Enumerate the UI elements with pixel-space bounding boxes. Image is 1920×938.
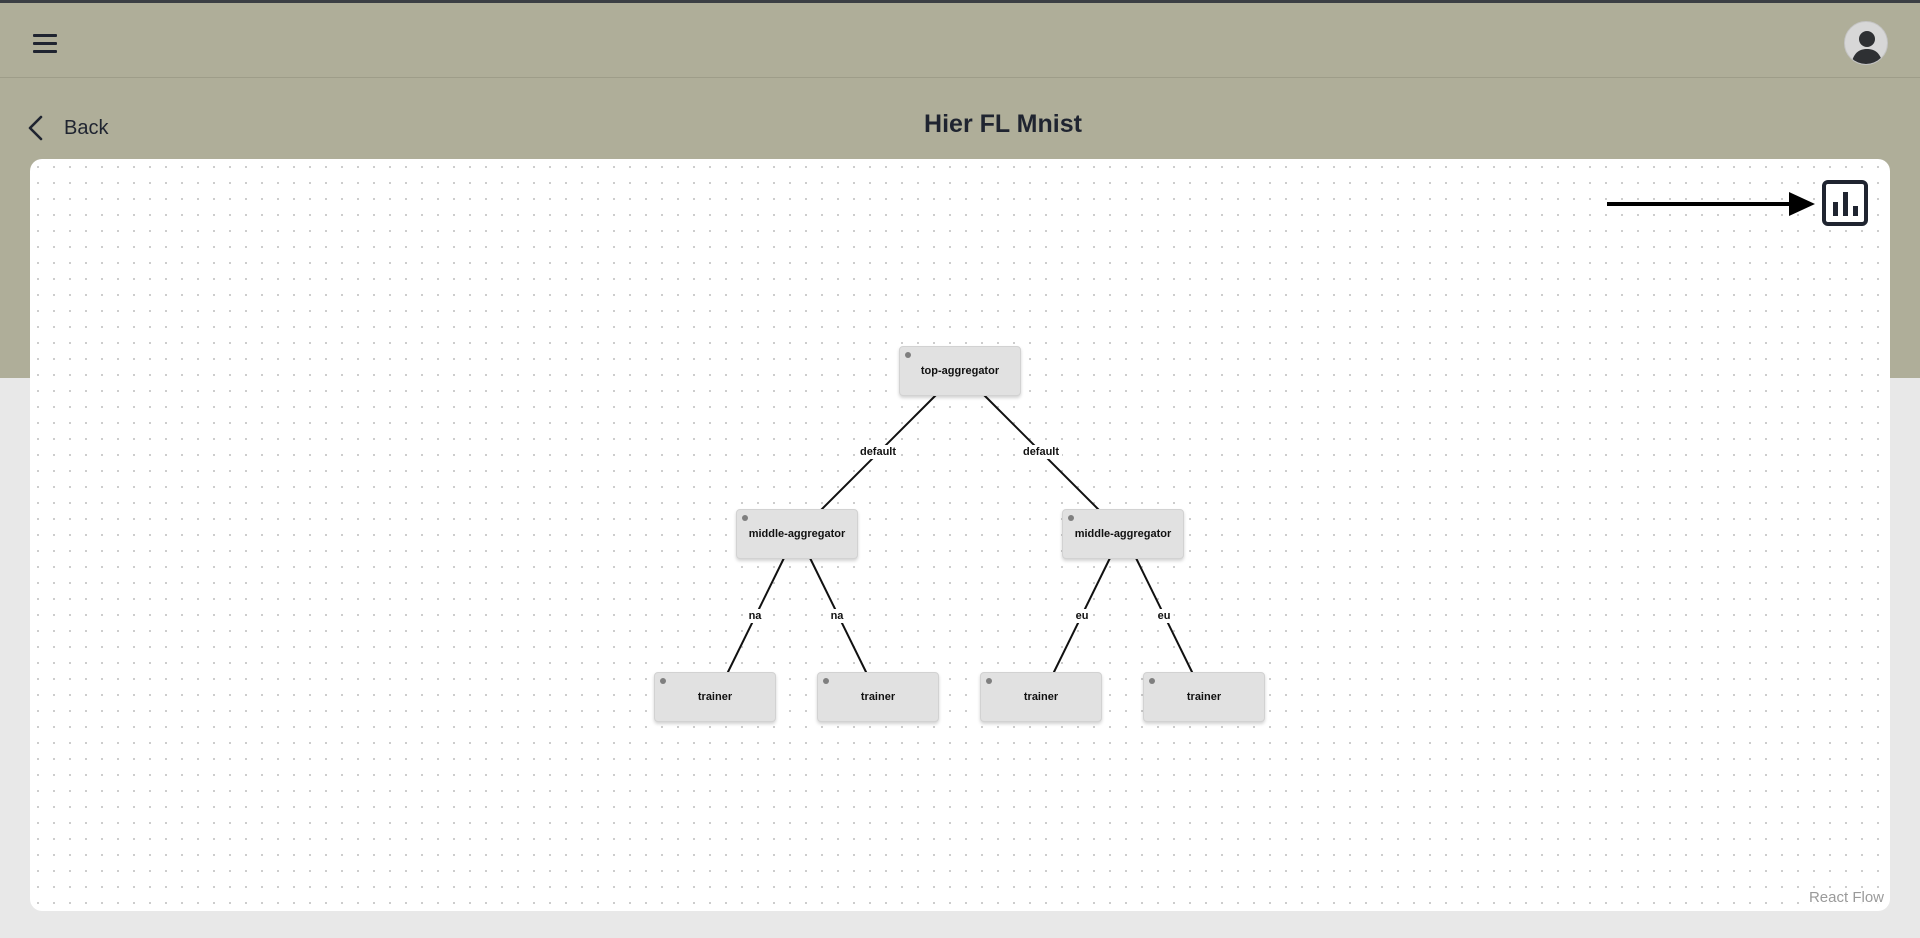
bar-chart-bar xyxy=(1842,192,1848,216)
back-label: Back xyxy=(64,116,109,139)
node-label: top-aggregator xyxy=(920,365,1000,377)
bar-chart-icon[interactable] xyxy=(1822,180,1868,226)
arrow-right-icon xyxy=(1607,192,1815,216)
edge-label-na: na xyxy=(745,609,765,623)
bar-chart-bar xyxy=(1852,206,1858,216)
hamburger-menu-icon[interactable] xyxy=(28,27,62,59)
menu-line xyxy=(33,41,57,45)
node-label: trainer xyxy=(1023,691,1059,703)
edge-label-default: default xyxy=(1019,445,1063,459)
menu-line xyxy=(33,49,57,53)
avatar-silhouette xyxy=(1851,31,1883,64)
edge-label-eu: eu xyxy=(1154,609,1174,623)
user-avatar-icon[interactable] xyxy=(1844,21,1888,65)
node-trainer-4[interactable]: trainer xyxy=(1143,672,1265,722)
node-trainer-2[interactable]: trainer xyxy=(817,672,939,722)
node-label: trainer xyxy=(1186,691,1222,703)
flow-canvas[interactable]: default default na na eu eu top-aggregat… xyxy=(30,159,1890,911)
node-label: middle-aggregator xyxy=(748,528,846,540)
node-handle-dot xyxy=(823,678,829,684)
node-trainer-3[interactable]: trainer xyxy=(980,672,1102,722)
app-bar xyxy=(0,3,1920,78)
node-handle-dot xyxy=(660,678,666,684)
window-top-border xyxy=(0,0,1920,3)
bar-chart-bar xyxy=(1832,202,1838,216)
chevron-left-icon xyxy=(28,115,43,141)
node-trainer-1[interactable]: trainer xyxy=(654,672,776,722)
node-top-aggregator[interactable]: top-aggregator xyxy=(899,346,1021,396)
node-handle-dot xyxy=(905,352,911,358)
node-middle-aggregator-right[interactable]: middle-aggregator xyxy=(1062,509,1184,559)
page-title: Hier FL Mnist xyxy=(924,110,1082,138)
edge-label-eu: eu xyxy=(1072,609,1092,623)
react-flow-attribution[interactable]: React Flow xyxy=(1806,888,1886,907)
back-button[interactable]: Back xyxy=(26,112,108,144)
node-label: trainer xyxy=(860,691,896,703)
node-handle-dot xyxy=(1068,515,1074,521)
menu-line xyxy=(33,33,57,37)
node-middle-aggregator-left[interactable]: middle-aggregator xyxy=(736,509,858,559)
node-label: middle-aggregator xyxy=(1074,528,1172,540)
node-label: trainer xyxy=(697,691,733,703)
node-handle-dot xyxy=(1149,678,1155,684)
flow-edges xyxy=(726,394,1194,675)
node-handle-dot xyxy=(986,678,992,684)
edge-label-na: na xyxy=(827,609,847,623)
edge-label-default: default xyxy=(856,445,900,459)
node-handle-dot xyxy=(742,515,748,521)
